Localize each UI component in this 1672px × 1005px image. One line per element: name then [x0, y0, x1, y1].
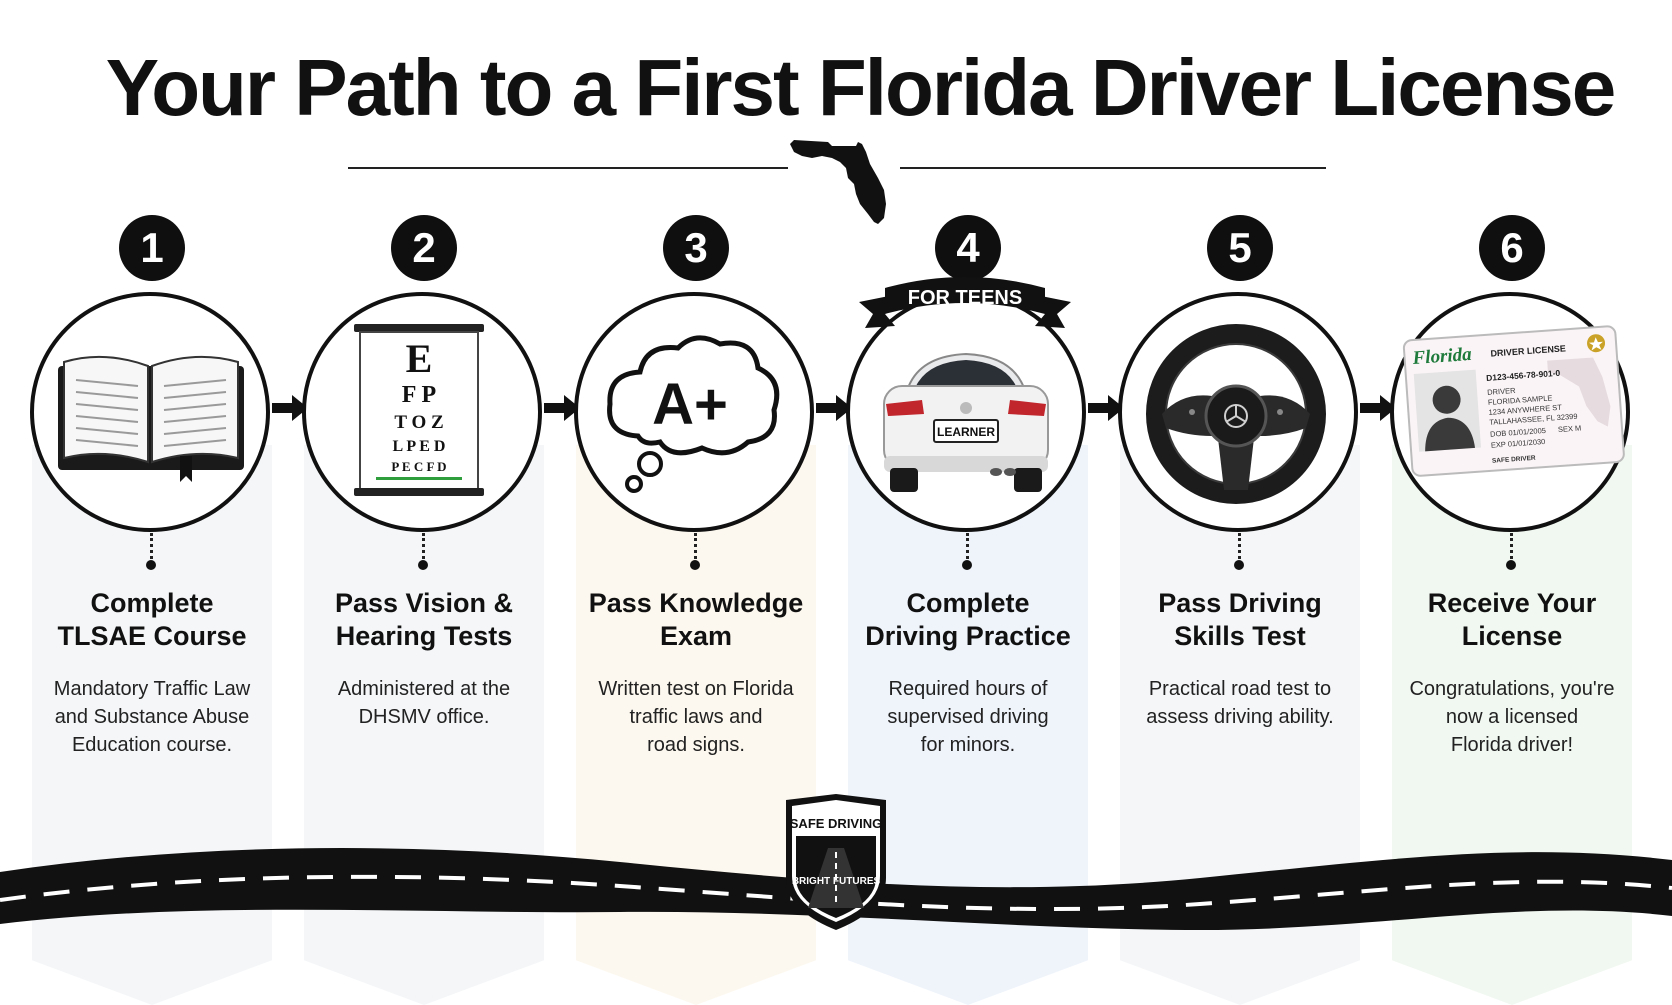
open-book-icon [58, 355, 244, 482]
car-rear-icon: LEARNER [883, 352, 1049, 492]
connector-dot [146, 560, 156, 570]
eye-chart-row: T O Z [394, 412, 443, 433]
eye-chart-row: P E C F D [391, 459, 446, 474]
for-teens-ribbon: FOR TEENS [859, 277, 1071, 328]
eye-chart-icon: E F P T O Z L P E D P E C F D [354, 324, 484, 496]
step-description: Required hours of supervised driving for… [887, 678, 1049, 756]
step-illustration [1118, 292, 1358, 532]
title-rule-right [900, 167, 1326, 169]
step-5: 5 Pass Driving Skills Test Practical roa… [1110, 215, 1370, 1005]
step-title: Complete TLSAE Course [57, 588, 247, 651]
step-number: 2 [391, 215, 457, 281]
connector-dot [1506, 560, 1516, 570]
connector-dot [418, 560, 428, 570]
step-3: 3 A+ Pass Knowledge Exam Written test on… [566, 215, 826, 1005]
step-title: Pass Driving Skills Test [1158, 588, 1322, 651]
license-name-text: FLORIDA SAMPLE [1488, 393, 1553, 406]
step-illustration: E F P T O Z L P E D P E C F D [302, 292, 542, 532]
step-number: 3 [663, 215, 729, 281]
step-number: 4 [935, 215, 1001, 281]
license-class-text: DRIVER [1487, 386, 1516, 397]
license-dob-text: DOB 01/01/2005 [1490, 426, 1546, 439]
step-number: 5 [1207, 215, 1273, 281]
step-title: Pass Knowledge Exam [588, 588, 804, 651]
step-description: Mandatory Traffic Law and Substance Abus… [53, 678, 251, 756]
steering-wheel-icon [1146, 324, 1326, 504]
step-description: Written test on Florida traffic laws and… [598, 678, 794, 756]
connector-dots [1238, 533, 1241, 559]
step-title: Receive Your License [1427, 588, 1597, 651]
step-title: Pass Vision & Hearing Tests [334, 588, 514, 651]
step-6: 6 Florida DRIVER LICENSE D123-456-78-901… [1382, 215, 1642, 1005]
title-rule-left [348, 167, 788, 169]
badge-bottom-text: BRIGHT FUTURES [792, 876, 881, 887]
connector-dots [150, 533, 153, 559]
connector-dot [962, 560, 972, 570]
florida-map-icon [790, 140, 886, 224]
thought-bubble-icon: A+ [607, 335, 780, 493]
step-illustration: A+ [574, 292, 814, 532]
safe-driving-badge: SAFE DRIVING BRIGHT FUTURES [786, 794, 886, 930]
connector-dots [694, 533, 697, 559]
step-2: 2 E F P T O Z L P E D P E C F D Pass Vis… [294, 215, 554, 1005]
arrow-right-icon [272, 395, 308, 421]
step-illustration [30, 292, 270, 532]
connector-dots [966, 533, 969, 559]
page-title: Your Path to a First Florida Driver Lice… [105, 43, 1616, 132]
arrow-right-icon [816, 395, 852, 421]
arrow-right-icon [1360, 395, 1396, 421]
badge-top-text: SAFE DRIVING [790, 816, 882, 831]
connector-dot [1234, 560, 1244, 570]
connector-dots [422, 533, 425, 559]
eye-chart-row: F P [402, 382, 436, 408]
arrow-right-icon [544, 395, 580, 421]
step-1: 1 Complete TLSAE Course Mandatory Traffi… [22, 215, 282, 1005]
step-number: 1 [119, 215, 185, 281]
step-title: Complete Driving Practice [865, 588, 1071, 651]
eye-chart-row: L P E D [393, 438, 446, 455]
step-description: Congratulations, you're now a licensed F… [1409, 678, 1615, 756]
step-description: Practical road test to assess driving ab… [1146, 678, 1334, 728]
connector-dots [1510, 533, 1513, 559]
connector-dot [690, 560, 700, 570]
for-teens-label: FOR TEENS [908, 287, 1022, 309]
license-state-text: Florida [1411, 344, 1473, 369]
step-description: Administered at the DHSMV office. [337, 678, 511, 728]
grade-text: A+ [652, 372, 728, 437]
step-illustration: LEARNER [846, 292, 1086, 532]
eye-chart-row: E [406, 336, 433, 381]
license-sex-text: SEX M [1558, 423, 1582, 434]
step-number: 6 [1479, 215, 1545, 281]
license-plate-text: LEARNER [937, 425, 995, 439]
license-exp-text: EXP 01/01/2030 [1491, 437, 1546, 450]
driver-license-card-icon: Florida DRIVER LICENSE D123-456-78-901-0… [1402, 325, 1625, 477]
license-footer-text: SAFE DRIVER [1492, 455, 1536, 465]
arrow-right-icon [1088, 395, 1124, 421]
